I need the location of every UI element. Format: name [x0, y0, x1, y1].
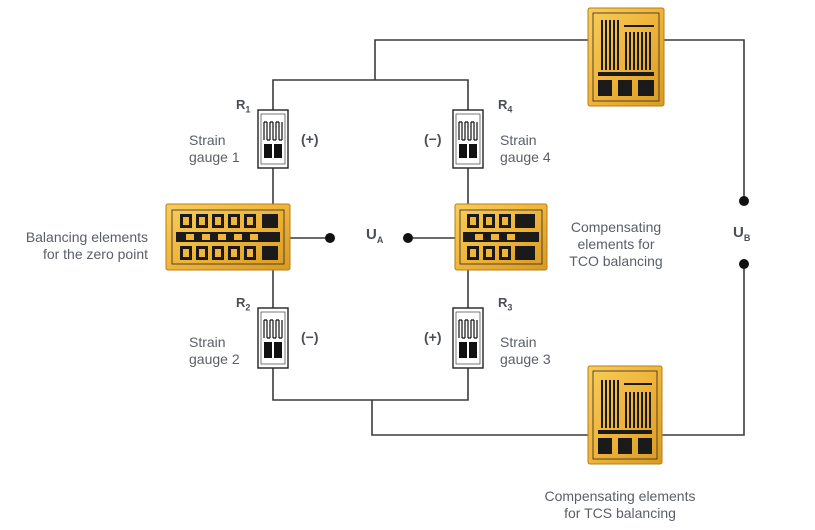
strain-gauge-4: [452, 109, 484, 169]
tco-compensating-element: [454, 203, 548, 271]
strain-gauge-3: [452, 307, 484, 369]
strain-gauge-2: [257, 307, 289, 369]
sign-gauge-1: (+): [301, 131, 319, 147]
strain-gauge-1: [257, 109, 289, 169]
balancing-element-zero-point: [165, 203, 291, 271]
wire-outer-bottom-right: [660, 264, 745, 436]
tcs-compensating-element-top: [587, 7, 665, 107]
ub-terminal-top: [739, 196, 749, 206]
r4-label: R4: [498, 97, 513, 115]
sign-gauge-2: (−): [301, 329, 319, 345]
r2-label: R2: [236, 295, 251, 313]
wire-top: [272, 79, 469, 110]
sign-gauge-3: (+): [424, 329, 442, 345]
wire-outer-top-right: [662, 39, 745, 200]
ub-terminal-bottom: [739, 259, 749, 269]
wire-bottom: [272, 368, 469, 401]
sign-gauge-4: (−): [424, 131, 442, 147]
tcs-compensating-element-bottom: [587, 365, 663, 465]
bridge-wires: [272, 39, 745, 436]
ua-terminal-right: [403, 233, 413, 243]
ua-terminal-left: [325, 233, 335, 243]
wire-outer-top: [374, 39, 590, 80]
ua-label: UA: [366, 226, 384, 245]
r1-label: R1: [236, 97, 251, 115]
wire-outer-bottom: [371, 400, 588, 436]
r3-label: R3: [498, 295, 513, 313]
ub-label: UB: [733, 224, 751, 243]
